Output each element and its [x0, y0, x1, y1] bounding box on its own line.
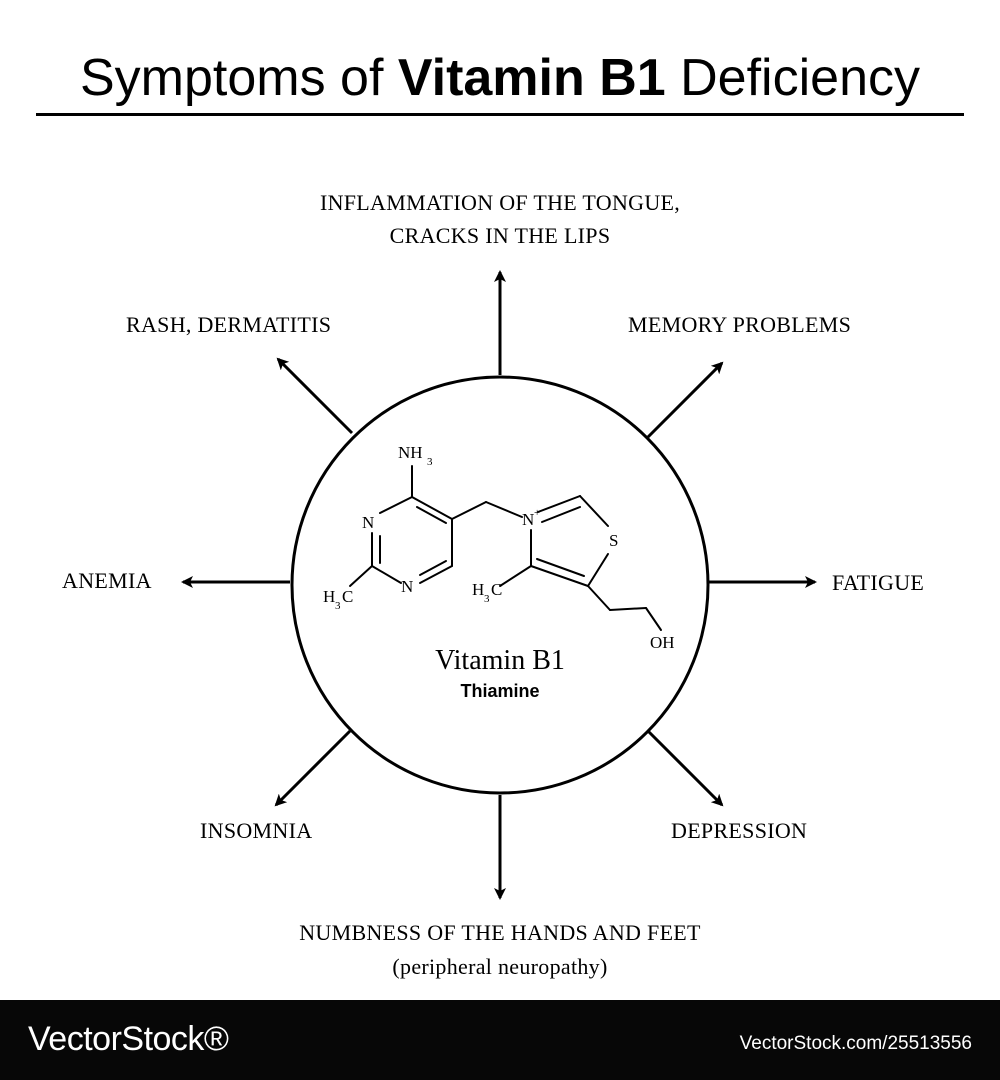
amine-subscript: 3 [427, 456, 433, 468]
methyl-left-c: C [342, 587, 353, 606]
methyl-left-h: H [323, 587, 335, 606]
nitrogen-2-label: N [401, 577, 413, 596]
amine-label: NH [398, 443, 423, 462]
title-emphasis: Vitamin B1 [397, 49, 666, 107]
arrow-down-right [646, 729, 724, 807]
page-title: Symptoms of Vitamin B1 Deficiency [0, 52, 1000, 104]
title-underline [36, 113, 964, 116]
symptom-bottom-line2: (peripheral neuropathy) [392, 954, 608, 979]
symptom-bottom-line1: NUMBNESS OF THE HANDS AND FEET [299, 920, 701, 945]
symptom-bottom-left: INSOMNIA [200, 818, 313, 843]
center-circle [290, 375, 710, 795]
symptom-right: FATIGUE [832, 570, 925, 595]
methyl-left-subscript: 3 [335, 600, 341, 612]
molecule-common-name: Thiamine [460, 681, 540, 701]
symptom-bottom-right: DEPRESSION [671, 818, 808, 843]
diagram-canvas: NH 3 N N H 3 C N + S H 3 C OH [181, 270, 817, 900]
methyl-right-c: C [491, 580, 502, 599]
methyl-right-h: H [472, 580, 484, 599]
sulfur-label: S [609, 531, 618, 550]
symptom-left: ANEMIA [62, 568, 152, 593]
symptom-top-left: RASH, DERMATITIS [126, 312, 332, 337]
watermark-url: VectorStock.com/25513556 [739, 1033, 972, 1054]
symptom-top-line2: CRACKS IN THE LIPS [389, 223, 611, 248]
hydroxyl-label: OH [650, 633, 675, 652]
molecule-name: Vitamin B1 [435, 645, 565, 676]
title-suffix: Deficiency [680, 49, 920, 107]
title-prefix: Symptoms of [80, 49, 384, 107]
symptom-top-right: MEMORY PROBLEMS [628, 312, 852, 337]
methyl-right-subscript: 3 [484, 593, 490, 605]
watermark-brand: VectorStock® [28, 1020, 229, 1058]
nitrogen-plus-label: N [522, 510, 534, 529]
arrow-up-left [276, 357, 354, 435]
symptom-top-line1: INFLAMMATION OF THE TONGUE, [319, 190, 681, 215]
arrow-up-right [646, 361, 724, 439]
watermark-bar: VectorStock® VectorStock.com/25513556 [0, 1000, 1000, 1080]
nitrogen-1-label: N [362, 513, 374, 532]
thiamine-structure [349, 465, 662, 631]
arrow-down-left [274, 729, 352, 807]
positive-charge: + [534, 507, 540, 519]
